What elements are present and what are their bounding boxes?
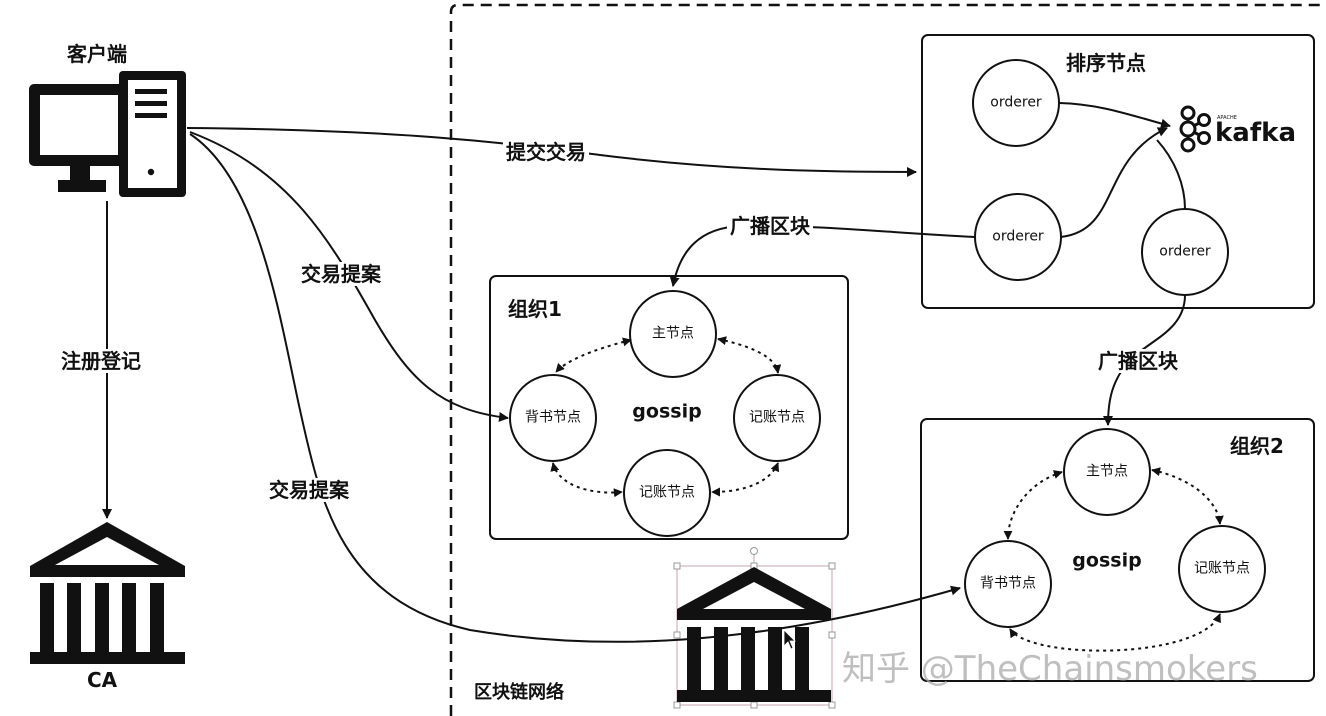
org2-box <box>920 418 1315 682</box>
org2-leader-label: 主节点 <box>1086 463 1128 480</box>
line-kafka-orderer3 <box>1156 139 1186 210</box>
bank-building-icon <box>30 522 185 664</box>
arrow-submit-tx <box>186 127 917 177</box>
ordering-box <box>921 34 1315 309</box>
orderer-label-1: orderer <box>990 94 1042 111</box>
broadcast-label-1: 广播区块 <box>727 214 813 238</box>
org1-endorser-label: 背书节点 <box>525 409 581 426</box>
proposal-label-1: 交易提案 <box>298 262 384 286</box>
network-label: 区块链网络 <box>474 682 564 703</box>
org1-endorser-node <box>509 374 597 462</box>
watermark-text: 知乎 @TheChainsmokers <box>842 649 1258 689</box>
kafka-label: kafka <box>1215 118 1296 148</box>
broadcast-label-2: 广播区块 <box>1095 349 1181 373</box>
org1-committer-label-a: 记账节点 <box>749 409 805 426</box>
desktop-computer-icon <box>29 71 186 197</box>
arrow-proposal-1 <box>189 131 509 422</box>
org1-committer-label-b: 记账节点 <box>639 484 695 501</box>
org1-title: 组织1 <box>508 297 562 321</box>
org2-committer-label: 记账节点 <box>1194 560 1250 577</box>
gossip-arrow-org1-1 <box>555 337 632 373</box>
org1-gossip-label: gossip <box>632 400 702 423</box>
arrow-orderer1-kafka <box>1058 102 1171 129</box>
org2-gossip-label: gossip <box>1072 549 1142 572</box>
ordering-title: 排序节点 <box>1066 51 1146 75</box>
kafka-logo-icon: APACHE kafka <box>1179 105 1296 153</box>
org2-title: 组织2 <box>1230 434 1284 458</box>
kafka-small-label: APACHE <box>1217 115 1237 121</box>
proposal-label-2: 交易提案 <box>266 478 352 502</box>
submit-tx-label: 提交交易 <box>503 140 589 164</box>
bank-building-icon-selected[interactable] <box>673 547 836 709</box>
arrow-proposal-2 <box>189 133 961 643</box>
org2-endorser-label: 背书节点 <box>980 575 1036 592</box>
org1-box <box>489 275 849 540</box>
orderer-label-2: orderer <box>992 228 1044 245</box>
gossip-arrow-org2-3 <box>1009 613 1221 652</box>
ca-label: CA <box>87 668 118 692</box>
org2-endorser-node <box>964 540 1052 628</box>
register-label: 注册登记 <box>58 349 144 373</box>
org2-committer-node <box>1178 525 1266 613</box>
gossip-arrow-org1-3 <box>550 462 623 498</box>
gossip-arrow-org2-2 <box>1151 467 1224 525</box>
gossip-arrow-org1-2 <box>717 336 782 374</box>
network-boundary <box>449 3 1326 716</box>
org1-leader-label: 主节点 <box>652 325 694 342</box>
org1-committer-node-b <box>623 449 711 537</box>
org2-leader-node <box>1063 428 1151 516</box>
client-label: 客户端 <box>67 42 127 66</box>
org1-committer-node-a <box>733 374 821 462</box>
mouse-cursor-icon <box>783 629 796 650</box>
org1-leader-node <box>629 290 717 378</box>
gossip-arrow-org1-4 <box>711 462 779 497</box>
arrow-orderer2-kafka <box>1060 127 1168 238</box>
gossip-arrow-org2-1 <box>1003 470 1063 540</box>
orderer-label-3: orderer <box>1159 243 1211 260</box>
